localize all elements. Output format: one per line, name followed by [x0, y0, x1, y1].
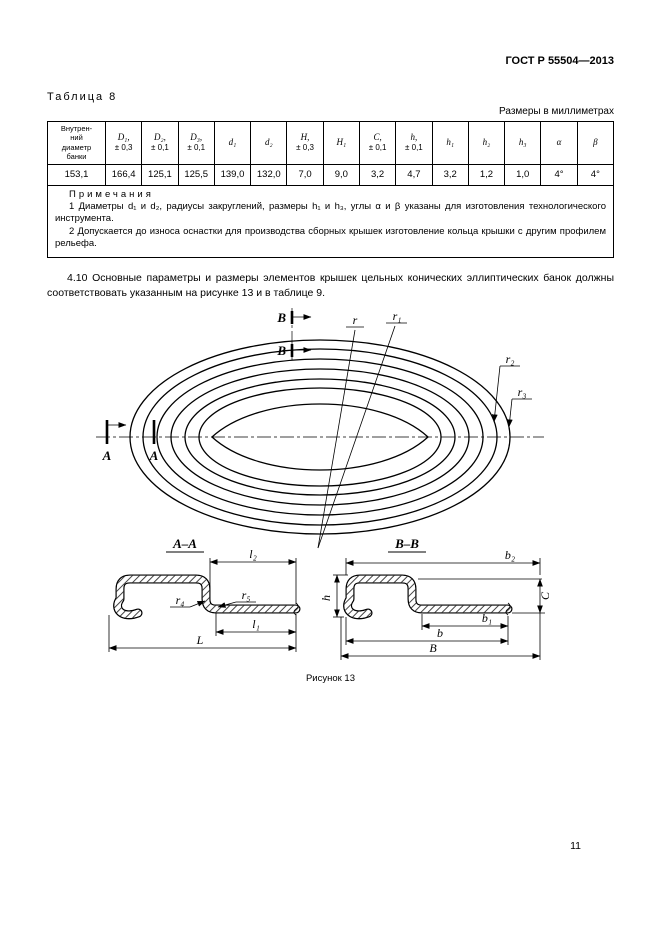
table-8: Внутрен- ний диаметр банки D₁,± 0,3 D₂,±… [47, 121, 615, 258]
paragraph-4-10: 4.10 Основные параметры и размеры элемен… [47, 271, 614, 300]
figure-13: r r₁ r₂ r₃ В В [47, 308, 614, 684]
label-section-b-2: В [276, 343, 286, 358]
figure-caption: Рисунок 13 [305, 673, 356, 685]
r3-leader [506, 399, 513, 428]
col-header-d2: d₂ [250, 121, 288, 165]
cell-value: 1,2 [467, 163, 506, 186]
col-header-h: h,± 0,1 [395, 121, 433, 165]
cell-value: 153,1 [47, 163, 106, 186]
cell-value: 132,0 [250, 163, 288, 186]
units-note: Размеры в миллиметрах [499, 106, 614, 117]
cell-value: 125,1 [141, 163, 179, 186]
label-r1: r₁ [393, 309, 402, 323]
label-b: b [437, 626, 443, 640]
col-header-H1: H₁ [322, 121, 360, 165]
cell-value: 139,0 [213, 163, 252, 186]
cell-value: 4° [540, 163, 578, 186]
label-b2: b₂ [505, 548, 515, 562]
col-header-beta: β [576, 121, 615, 165]
notes-cell: Примечания 1 Диаметры d₁ и d₂, радиусы з… [47, 184, 614, 258]
label-r2: r₂ [506, 352, 515, 366]
cell-value: 1,0 [504, 163, 542, 186]
label-C: C [538, 591, 552, 600]
label-l2: l₂ [249, 547, 257, 561]
cell-value: 166,4 [104, 163, 143, 186]
col-header-d1-cap: D₁,± 0,3 [104, 121, 143, 165]
col-header-alpha: α [540, 121, 578, 165]
cell-value: 3,2 [431, 163, 469, 186]
aa-break-line [293, 602, 299, 616]
col-header-C: C,± 0,1 [358, 121, 397, 165]
standard-code: ГОСТ Р 55504—2013 [505, 55, 614, 67]
cell-value: 125,5 [177, 163, 215, 186]
lid-ellipses [129, 339, 511, 535]
col-header-d3-cap: D₃,± 0,1 [177, 121, 215, 165]
col-header-H: H,± 0,3 [286, 121, 324, 165]
label-r: r [353, 313, 358, 327]
bb-break-line [505, 602, 511, 616]
page-number: 11 [570, 840, 581, 852]
section-view-bb: В–В h b₂ [319, 536, 552, 661]
note-1: 1 Диаметры d₁ и d₂, радиусы закруглений,… [55, 200, 606, 225]
page-content: ГОСТ Р 55504—2013 Таблица 8 Размеры в ми… [47, 55, 615, 684]
label-l1: l₁ [252, 617, 260, 631]
label-section-b-1: В [276, 310, 286, 325]
col-header-d2-cap: D₂,± 0,1 [141, 121, 179, 165]
notes-title: Примечания [69, 188, 154, 200]
cell-value: 3,2 [358, 163, 397, 186]
section-a-marks [105, 420, 156, 445]
label-B: B [429, 641, 437, 655]
label-section-a-1: А [102, 448, 112, 463]
section-view-aa: А–А l₂ r₄ r₅ [108, 536, 301, 653]
col-header-h1: h₁ [431, 121, 469, 165]
note-2: 2 Допускается до износа оснастки для про… [55, 225, 606, 250]
cell-value: 4,7 [395, 163, 433, 186]
table-data-row: 153,1 166,4 125,1 125,5 139,0 132,0 7,0 … [47, 163, 615, 186]
table-caption: Таблица 8 [47, 91, 118, 103]
view-aa-title: А–А [172, 536, 197, 551]
cell-value: 7,0 [286, 163, 324, 186]
cell-value: 4° [576, 163, 615, 186]
label-r4: r₄ [176, 593, 185, 607]
figure-13-drawing: r r₁ r₂ r₃ В В [96, 308, 552, 661]
label-L: L [196, 633, 204, 647]
label-b1: b₁ [482, 611, 492, 625]
col-header-h3: h₃ [504, 121, 542, 165]
col-header-h2: h₂ [467, 121, 506, 165]
label-section-a-2: А [149, 448, 159, 463]
label-r5: r₅ [242, 588, 251, 602]
label-h: h [319, 595, 333, 601]
view-bb-title: В–В [394, 536, 419, 551]
radius-leader-lines [317, 322, 407, 549]
table-notes-row: Примечания 1 Диаметры d₁ и d₂, радиусы з… [47, 184, 614, 258]
table-header-row: Внутрен- ний диаметр банки D₁,± 0,3 D₂,±… [47, 121, 615, 165]
section-b-marks [290, 311, 312, 358]
col-header-inner-diameter: Внутрен- ний диаметр банки [47, 121, 106, 165]
r2-leader [491, 366, 501, 423]
label-r3: r₃ [518, 385, 527, 399]
cell-value: 9,0 [322, 163, 360, 186]
col-header-d1: d₁ [213, 121, 252, 165]
